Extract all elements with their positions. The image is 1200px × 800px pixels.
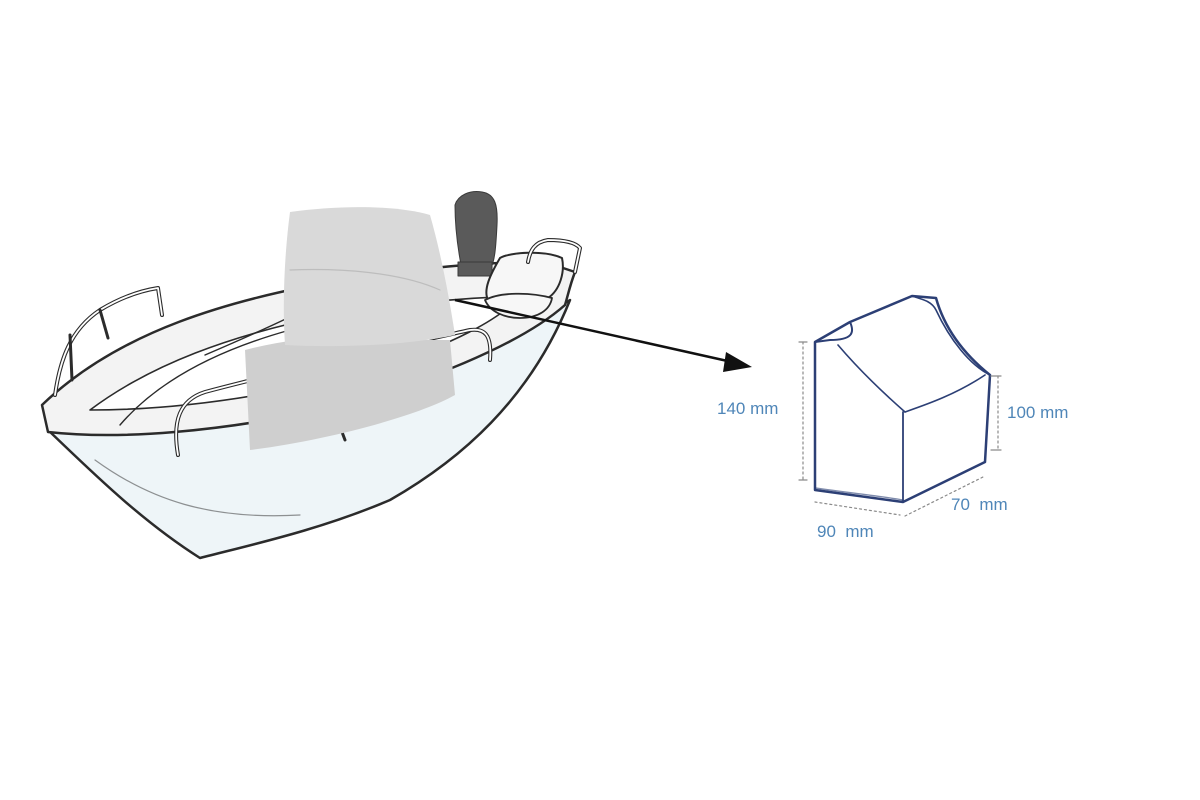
console-cover-lower	[245, 337, 455, 450]
bow-rail-stanchion	[98, 308, 110, 340]
dimension-label-depth: 70 mm	[951, 495, 1008, 514]
rear-seat-cushion	[484, 292, 553, 319]
boat-walkway-line	[119, 329, 291, 426]
dimension-label-width: 90 mm	[817, 522, 874, 541]
stern-rail-inner	[527, 239, 581, 273]
boat-illustration	[40, 191, 582, 560]
cover-box-front-top	[814, 321, 854, 343]
cover-box-outline	[813, 294, 992, 504]
cover-box-bottom-curve	[814, 487, 904, 501]
cover-box-top-edge	[911, 295, 991, 376]
pointer-arrowhead	[723, 352, 752, 372]
cover-box-slope	[837, 344, 906, 413]
dimension-label-rear-height: 100 mm	[1007, 403, 1069, 422]
outboard-engine	[454, 191, 498, 271]
pointer-arrow-line	[454, 298, 733, 364]
console-cover	[283, 207, 455, 347]
outboard-engine-mount	[457, 261, 493, 277]
pointer-arrow	[454, 298, 752, 372]
dim-line-depth	[904, 475, 986, 517]
cover-box-corner-edge	[904, 374, 986, 413]
console-cover-fold	[289, 268, 441, 291]
bow-rail-stanchion-2	[68, 333, 74, 382]
boat-hull-chine	[94, 459, 301, 517]
dim-line-width	[814, 501, 901, 516]
dimension-label-height: 140 mm	[717, 399, 779, 418]
console-cover-diagram	[798, 294, 1002, 517]
